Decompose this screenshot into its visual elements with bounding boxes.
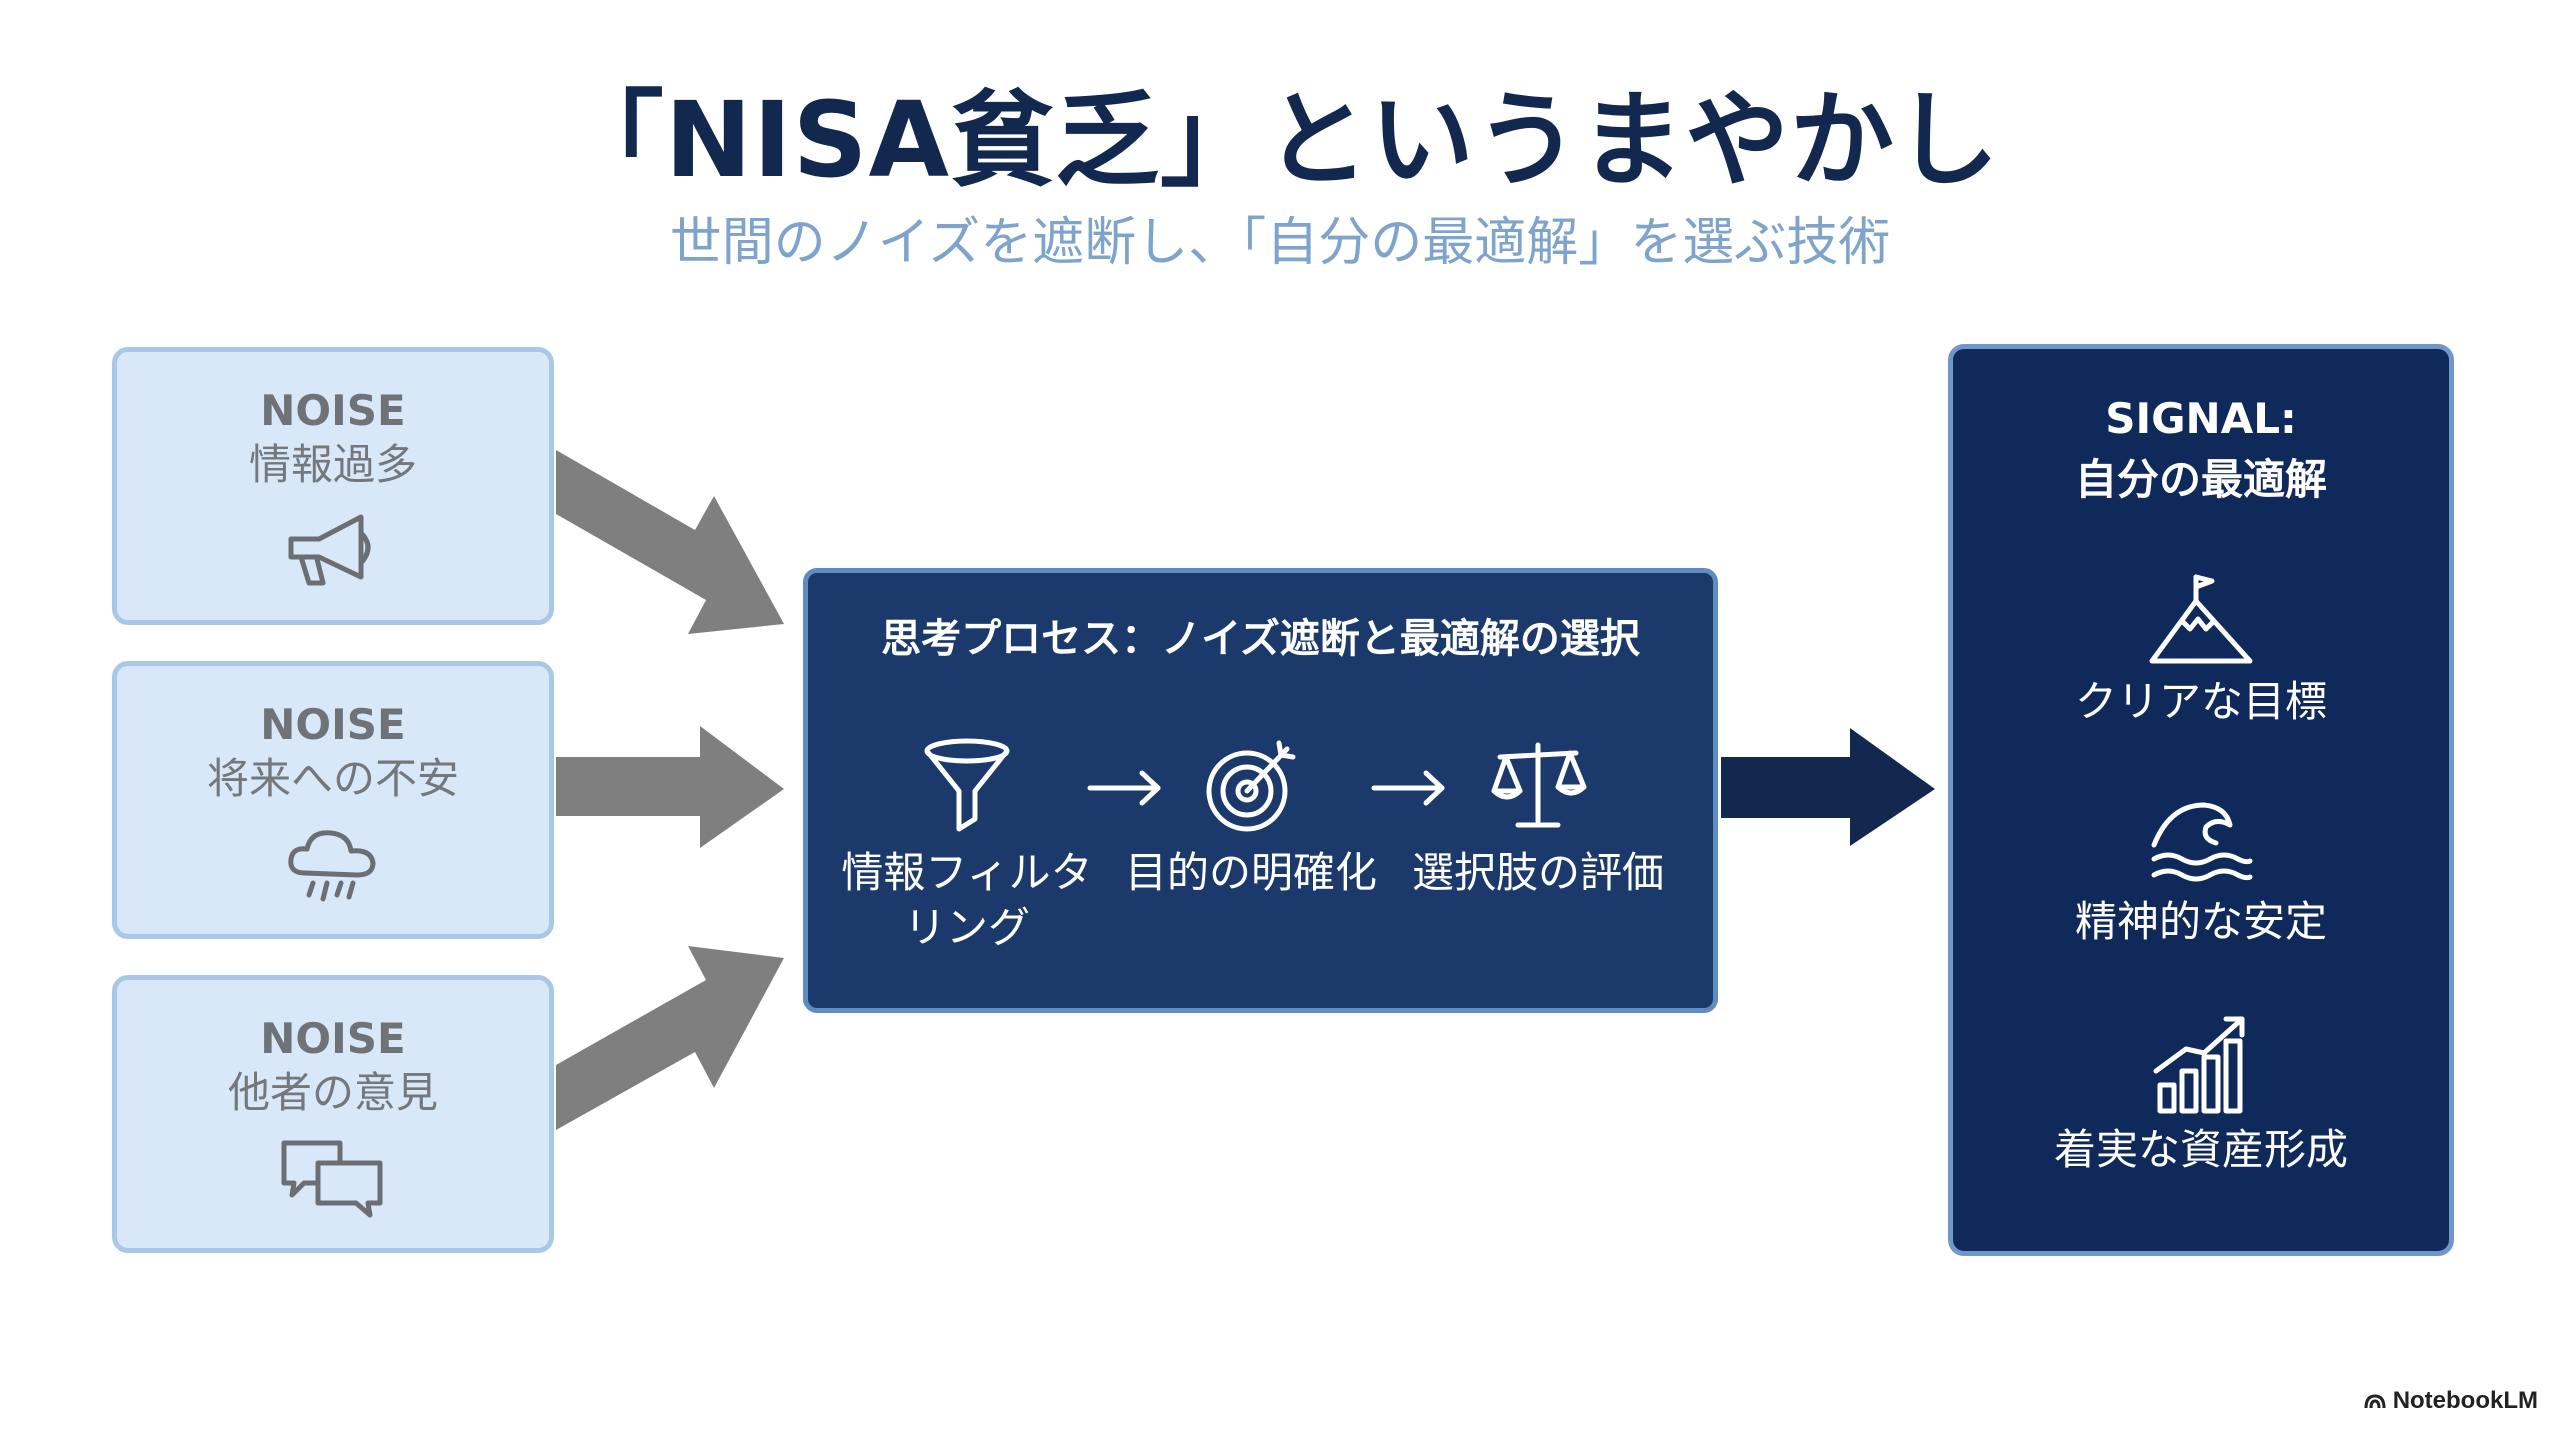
notebooklm-logo-icon [2364,1387,2393,1414]
page-title: 「NISA貧乏」というまやかし [559,79,2001,201]
noise-box-information-overload: NOISE 情報過多 [112,347,554,625]
process-step-information-filtering: 情報フィルタ リング [827,735,1107,954]
noise-box-future-anxiety: NOISE 将来への不安 [112,661,554,939]
wave-icon [1953,795,2449,895]
process-step-evaluate-options: 選択肢の評価 [1398,735,1678,902]
noise-box-others-opinions: NOISE 他者の意見 [112,975,554,1253]
process-to-signal-arrow [1721,728,1935,846]
noise-label: NOISE [260,386,406,435]
rain-cloud-icon [283,821,383,909]
signal-item-clear-goal: クリアな目標 [1953,571,2449,730]
brand-label: NotebookLM [2392,1387,2538,1414]
right-arrow-icon [1086,763,1166,817]
signal-box: SIGNAL: 自分の最適解 クリアな目標 精神的な安定 [1948,344,2454,1256]
megaphone-icon [283,507,383,595]
signal-item-label: 着実な資産形成 [2053,1125,2348,1174]
right-arrow-icon [1370,763,1450,817]
step-label-line1: 選択肢の評価 [1411,848,1664,897]
process-step-clarify-purpose: 目的の明確化 [1111,735,1391,902]
step-label-line1: 目的の明確化 [1124,848,1377,897]
noise-to-process-arrow-bottom [556,946,784,1130]
mountain-flag-icon [1953,571,2449,675]
noise-text: 情報過多 [248,440,417,490]
noise-to-process-arrow-top [556,450,784,634]
signal-item-label: 精神的な安定 [2074,897,2327,946]
noise-label: NOISE [260,700,406,749]
process-title: 思考プロセス：ノイズ遮断と最適解の選択 [881,616,1640,662]
notebooklm-watermark: NotebookLM [2364,1387,2538,1415]
signal-item-mental-stability: 精神的な安定 [1953,795,2449,950]
signal-item-label: クリアな目標 [2074,677,2327,726]
target-icon [1111,735,1391,845]
signal-item-steady-asset-building: 着実な資産形成 [1953,1009,2449,1178]
funnel-icon [827,735,1107,845]
noise-text: 他者の意見 [227,1068,438,1118]
growth-chart-icon [1953,1009,2449,1123]
signal-title-line1: SIGNAL: [2105,394,2297,443]
noise-label: NOISE [260,1014,406,1063]
step-label-line2: リング [903,902,1030,952]
signal-title-line2: 自分の最適解 [2074,454,2327,504]
thinking-process-box: 思考プロセス：ノイズ遮断と最適解の選択 情報フィルタ リング 目的の明確化 [803,568,1718,1013]
step-label-line1: 情報フィルタ [841,848,1093,897]
scales-icon [1398,735,1678,845]
chat-bubbles-icon [278,1135,388,1223]
noise-text: 将来への不安 [206,754,459,804]
noise-to-process-arrow-middle [556,726,784,848]
page-subtitle: 世間のノイズを遮断し、「自分の最適解」を選ぶ技術 [669,213,1891,273]
